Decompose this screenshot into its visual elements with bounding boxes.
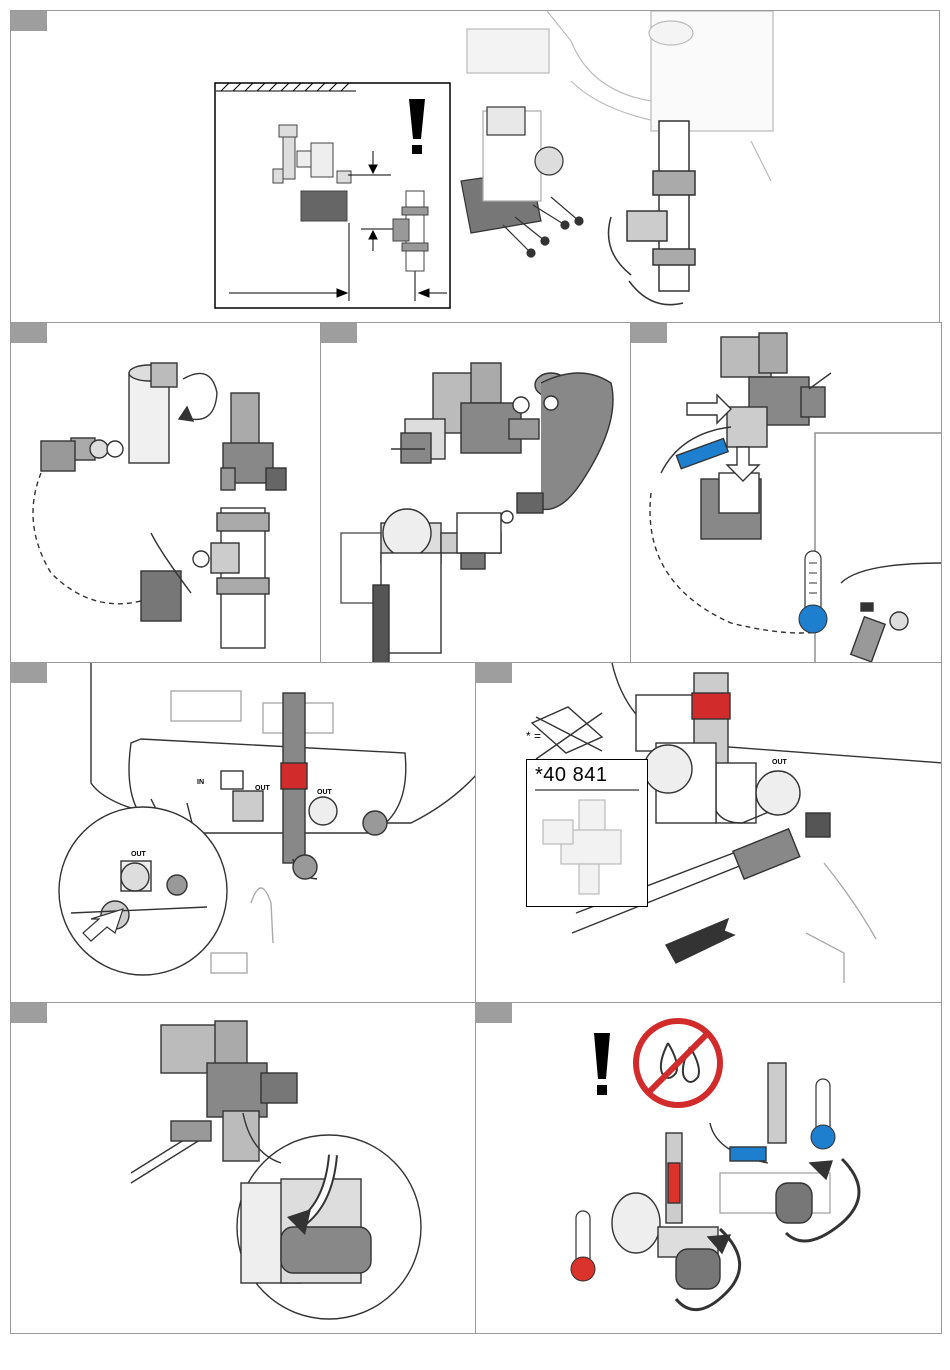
asterisk-equals: * = bbox=[526, 729, 541, 743]
part-code-box: *40 841 bbox=[526, 759, 648, 907]
installation-illustration-7 bbox=[11, 1003, 477, 1334]
label-out-zoom: OUT bbox=[131, 851, 146, 858]
label-in: IN bbox=[197, 779, 204, 786]
installation-illustration-5 bbox=[11, 663, 477, 1004]
no-water-drops-icon bbox=[636, 1021, 720, 1105]
installation-illustration-8 bbox=[476, 1003, 942, 1334]
exclamation-icon bbox=[594, 1033, 610, 1095]
step-panel-7 bbox=[10, 1002, 477, 1334]
installation-illustration-1 bbox=[11, 11, 940, 323]
label-out: OUT bbox=[255, 785, 270, 792]
cold-thermometer-icon bbox=[811, 1079, 835, 1149]
installation-illustration-3 bbox=[321, 323, 632, 664]
step-panel-8 bbox=[475, 1002, 942, 1334]
step-panel-5: IN OUT OUT OUT bbox=[10, 662, 477, 1004]
label-out: OUT bbox=[772, 759, 787, 766]
step-panel-4 bbox=[630, 322, 942, 664]
step-panel-1 bbox=[10, 10, 940, 323]
spare-valve-illustration bbox=[527, 760, 647, 906]
hot-thermometer-icon bbox=[571, 1211, 595, 1281]
step-panel-2 bbox=[10, 322, 322, 664]
label-out-2: OUT bbox=[317, 789, 332, 796]
step-panel-6: * = *40 841 OUT bbox=[475, 662, 942, 1004]
installation-illustration-4 bbox=[631, 323, 942, 664]
step-panel-3 bbox=[320, 322, 632, 664]
installation-illustration-2 bbox=[11, 323, 322, 664]
